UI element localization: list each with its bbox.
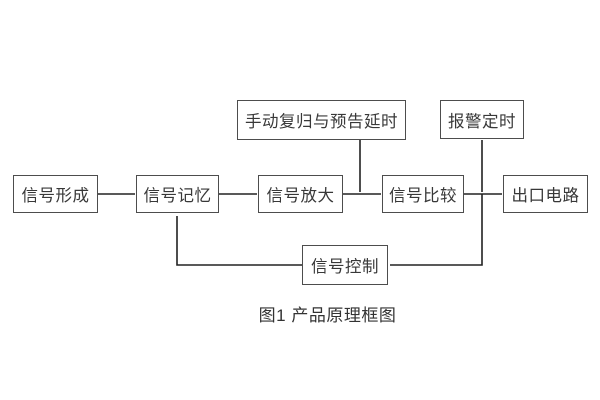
- box-signal-control: 信号控制: [302, 245, 388, 285]
- box-signal-memory: 信号记忆: [136, 175, 219, 213]
- box-signal-comparison: 信号比较: [382, 175, 464, 213]
- figure-caption: 图1 产品原理框图: [258, 306, 397, 325]
- arrow-control-to-memory: [176, 216, 302, 266]
- box-alarm-timing: 报警定时: [440, 100, 524, 139]
- box-output-circuit: 出口电路: [503, 175, 588, 213]
- box-manual-reset-delay: 手动复归与预告延时: [237, 100, 406, 140]
- box-signal-amplification: 信号放大: [258, 175, 343, 213]
- box-signal-formation: 信号形成: [13, 175, 98, 213]
- arrow-branch-to-control: [390, 194, 483, 266]
